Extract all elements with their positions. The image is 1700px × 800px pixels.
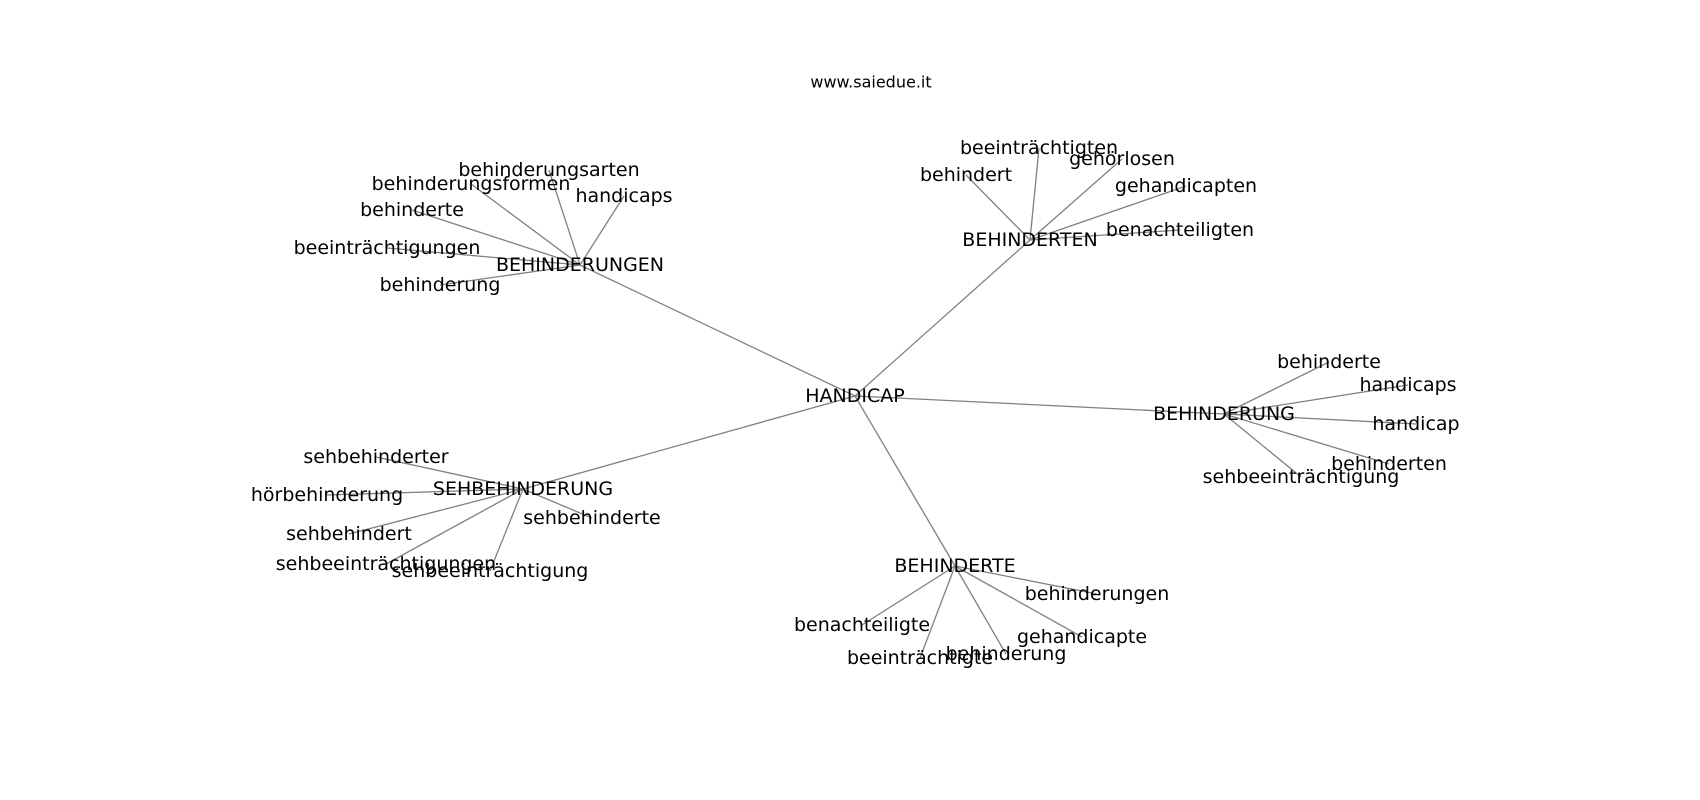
hub-leaf-edge xyxy=(1223,413,1417,425)
hub-leaf-edge xyxy=(1029,147,1040,241)
hub-node-label: SEHBEHINDERUNG xyxy=(433,478,613,500)
hub-leaf-edge xyxy=(965,174,1031,241)
hub-leaf-edge xyxy=(1223,413,1390,465)
leaf-node-label: behindert xyxy=(920,164,1012,186)
root-node-label: HANDICAP xyxy=(805,385,904,407)
root-hub-edge xyxy=(579,264,856,397)
leaf-node-label: sehbeeinträchtigung xyxy=(392,560,589,582)
leaf-node-label: beeinträchtigten xyxy=(960,137,1118,159)
leaf-node-label: sehbehinderter xyxy=(303,446,448,468)
root-hub-edge xyxy=(854,395,956,567)
leaf-node-label: beeinträchtigte xyxy=(847,647,993,669)
leaf-node-label: behinderung xyxy=(946,643,1067,665)
leaf-node-label: benachteiligten xyxy=(1106,219,1254,241)
hub-leaf-edge xyxy=(411,209,581,266)
hub-leaf-edge xyxy=(386,247,581,266)
hub-leaf-edge xyxy=(1029,185,1187,241)
leaf-node-label: behinderungsarten xyxy=(458,159,639,181)
hub-leaf-edge xyxy=(919,565,956,659)
hub-node-label: BEHINDERUNG xyxy=(1153,403,1295,425)
leaf-node-label: behinderungsformen xyxy=(372,173,571,195)
leaf-node-label: hörbehinderung xyxy=(251,484,403,506)
leaf-node-label: gehandicapte xyxy=(1017,626,1147,648)
leaf-node-label: handicaps xyxy=(575,185,672,207)
hub-leaf-edge xyxy=(1223,413,1302,478)
leaf-node-label: sehbehindert xyxy=(286,523,412,545)
hub-leaf-edge xyxy=(548,169,581,266)
leaf-node-label: gehörlosen xyxy=(1069,148,1175,170)
leaf-node-label: benachteiligte xyxy=(794,614,930,636)
caption: www.saiedue.it xyxy=(810,73,931,92)
hub-leaf-edge xyxy=(348,488,524,535)
hub-leaf-edge xyxy=(954,565,1007,655)
hub-leaf-edge xyxy=(954,565,1098,595)
leaf-node-label: sehbeeinträchtigung xyxy=(1203,466,1400,488)
hub-leaf-edge xyxy=(579,195,625,266)
root-hub-edge xyxy=(854,239,1031,397)
hub-leaf-edge xyxy=(1029,158,1123,241)
hub-leaf-edge xyxy=(1223,384,1409,415)
hub-leaf-edge xyxy=(470,183,581,266)
graph-labels: HANDICAPBEHINDERUNGENbehinderungsartenbe… xyxy=(251,137,1460,669)
hub-node-label: BEHINDERTE xyxy=(894,555,1015,577)
leaf-node-label: behinderung xyxy=(380,274,501,296)
leaf-node-label: gehandicapten xyxy=(1115,175,1257,197)
root-hub-edge xyxy=(522,395,856,490)
leaf-node-label: handicaps xyxy=(1359,374,1456,396)
root-hub-edge xyxy=(854,395,1225,415)
hub-leaf-edge xyxy=(385,488,524,565)
graph-edges xyxy=(326,147,1417,659)
leaf-node-label: beeinträchtigungen xyxy=(294,237,481,259)
hub-node-label: BEHINDERUNGEN xyxy=(496,254,664,276)
hub-leaf-edge xyxy=(375,456,524,490)
hub-leaf-edge xyxy=(522,488,593,519)
hub-leaf-edge xyxy=(861,565,956,626)
leaf-node-label: behinderte xyxy=(1277,351,1381,373)
hub-leaf-edge xyxy=(489,488,524,572)
hub-leaf-edge xyxy=(954,565,1083,638)
leaf-node-label: behinderungen xyxy=(1025,583,1170,605)
hub-leaf-edge xyxy=(1223,361,1330,415)
leaf-node-label: sehbeeinträchtigungen xyxy=(276,553,496,575)
hub-leaf-edge xyxy=(326,488,524,496)
leaf-node-label: handicap xyxy=(1372,413,1459,435)
leaf-node-label: behinderten xyxy=(1331,453,1447,475)
hub-leaf-edge xyxy=(439,264,581,286)
hub-leaf-edge xyxy=(1029,229,1181,241)
hub-node-label: BEHINDERTEN xyxy=(962,229,1097,251)
leaf-node-label: behinderte xyxy=(360,199,464,221)
leaf-node-label: sehbehinderte xyxy=(523,507,660,529)
